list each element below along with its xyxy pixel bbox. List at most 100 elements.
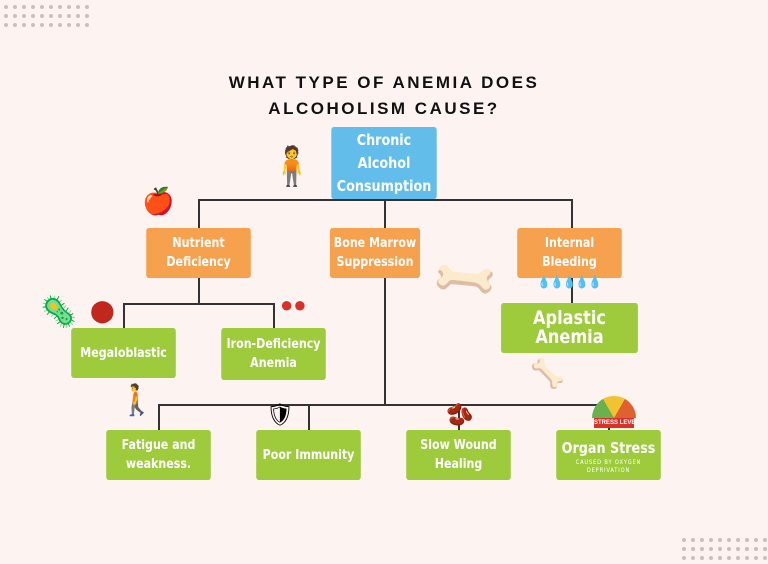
node-text: Organ Stress — [561, 439, 656, 457]
red-blood-cell-icon: ⬤ — [90, 298, 115, 323]
dot — [58, 14, 62, 18]
connector — [158, 404, 160, 430]
node-text: Anemia — [250, 356, 297, 371]
dot — [85, 14, 89, 18]
node-text: Chronic Alcohol — [356, 130, 412, 172]
dot — [13, 5, 17, 9]
node-text: Deficiency — [166, 255, 231, 270]
node-internal-bleeding: Internal Bleeding 💧💧💧💧💧 — [517, 228, 622, 289]
red-blood-cells-icon: ●● — [280, 292, 307, 317]
dot — [85, 5, 89, 9]
dot — [67, 14, 71, 18]
dot — [691, 538, 695, 542]
dot — [22, 5, 26, 9]
dot — [754, 538, 758, 542]
dot — [763, 538, 767, 542]
dot — [754, 556, 758, 560]
dot — [718, 538, 722, 542]
dot — [700, 547, 704, 551]
connector — [158, 404, 609, 406]
connector — [273, 303, 275, 328]
dot — [718, 547, 722, 551]
node-text: Slow Wound — [420, 438, 497, 453]
dot — [67, 5, 71, 9]
dot — [49, 23, 53, 27]
connector — [123, 303, 274, 305]
kidney-icon: 🫘 — [446, 402, 474, 427]
node-text: Megaloblastic — [80, 345, 167, 361]
dot — [700, 538, 704, 542]
dot — [58, 23, 62, 27]
tired-person-icon: 🚶 — [118, 384, 156, 417]
dot — [700, 556, 704, 560]
dot — [709, 547, 713, 551]
connector — [198, 278, 200, 304]
dot — [13, 23, 17, 27]
dot — [76, 23, 80, 27]
dot — [736, 538, 740, 542]
dot — [13, 14, 17, 18]
dot — [67, 23, 71, 27]
dot — [22, 14, 26, 18]
dot — [4, 23, 8, 27]
node-text: Healing — [434, 457, 483, 472]
dot — [40, 14, 44, 18]
dot — [682, 556, 686, 560]
dot — [4, 5, 8, 9]
connector — [308, 404, 310, 430]
dot — [709, 556, 713, 560]
dot — [4, 14, 8, 18]
node-text: Poor Immunity — [262, 447, 355, 463]
cells-and-bone-icon: 🦴 — [530, 358, 565, 389]
connector — [458, 404, 460, 430]
connector — [123, 303, 125, 328]
connector — [571, 199, 573, 228]
dot — [745, 538, 749, 542]
node-text: Internal Bleeding — [542, 236, 597, 270]
stress-gauge-icon — [592, 396, 636, 418]
dot — [736, 547, 740, 551]
node-text: Fatigue and — [121, 438, 196, 453]
connector — [384, 278, 386, 405]
dot — [49, 14, 53, 18]
dot — [718, 556, 722, 560]
node-aplastic-anemia: Aplastic Anemia — [501, 303, 638, 353]
dot — [763, 547, 767, 551]
node-subtext: CAUSED BY OXYGEN — [575, 459, 642, 466]
dot — [736, 556, 740, 560]
dot — [709, 538, 713, 542]
dot — [682, 538, 686, 542]
node-text: Consumption — [336, 176, 432, 195]
dot — [76, 14, 80, 18]
effect-organ-stress: Organ Stress CAUSED BY OXYGEN DEPRIVATIO… — [556, 430, 661, 480]
dot — [76, 5, 80, 9]
bone-icon: 🦴 — [425, 240, 504, 318]
dot — [49, 5, 53, 9]
dot — [58, 5, 62, 9]
page-title: WHAT TYPE OF ANEMIA DOES ALCOHOLISM CAUS… — [0, 70, 768, 122]
dot — [691, 547, 695, 551]
node-text: Iron-Deficiency — [226, 337, 321, 352]
person-sitting-icon: 🧍 — [268, 146, 316, 188]
connector — [571, 278, 573, 303]
dot — [745, 547, 749, 551]
shield-person-icon: 🛡 — [266, 402, 294, 427]
vitamins-icon: 🍎 — [142, 186, 175, 216]
dot — [31, 5, 35, 9]
node-text: Nutrient — [172, 236, 225, 251]
dot — [85, 23, 89, 27]
dot — [31, 23, 35, 27]
blood-cell-icon: 🦠 — [40, 296, 78, 329]
node-text: Aplastic Anemia — [533, 307, 606, 348]
dot — [763, 556, 767, 560]
dot — [745, 556, 749, 560]
dot — [682, 547, 686, 551]
dot — [31, 14, 35, 18]
dot — [727, 556, 731, 560]
connector — [198, 199, 200, 228]
